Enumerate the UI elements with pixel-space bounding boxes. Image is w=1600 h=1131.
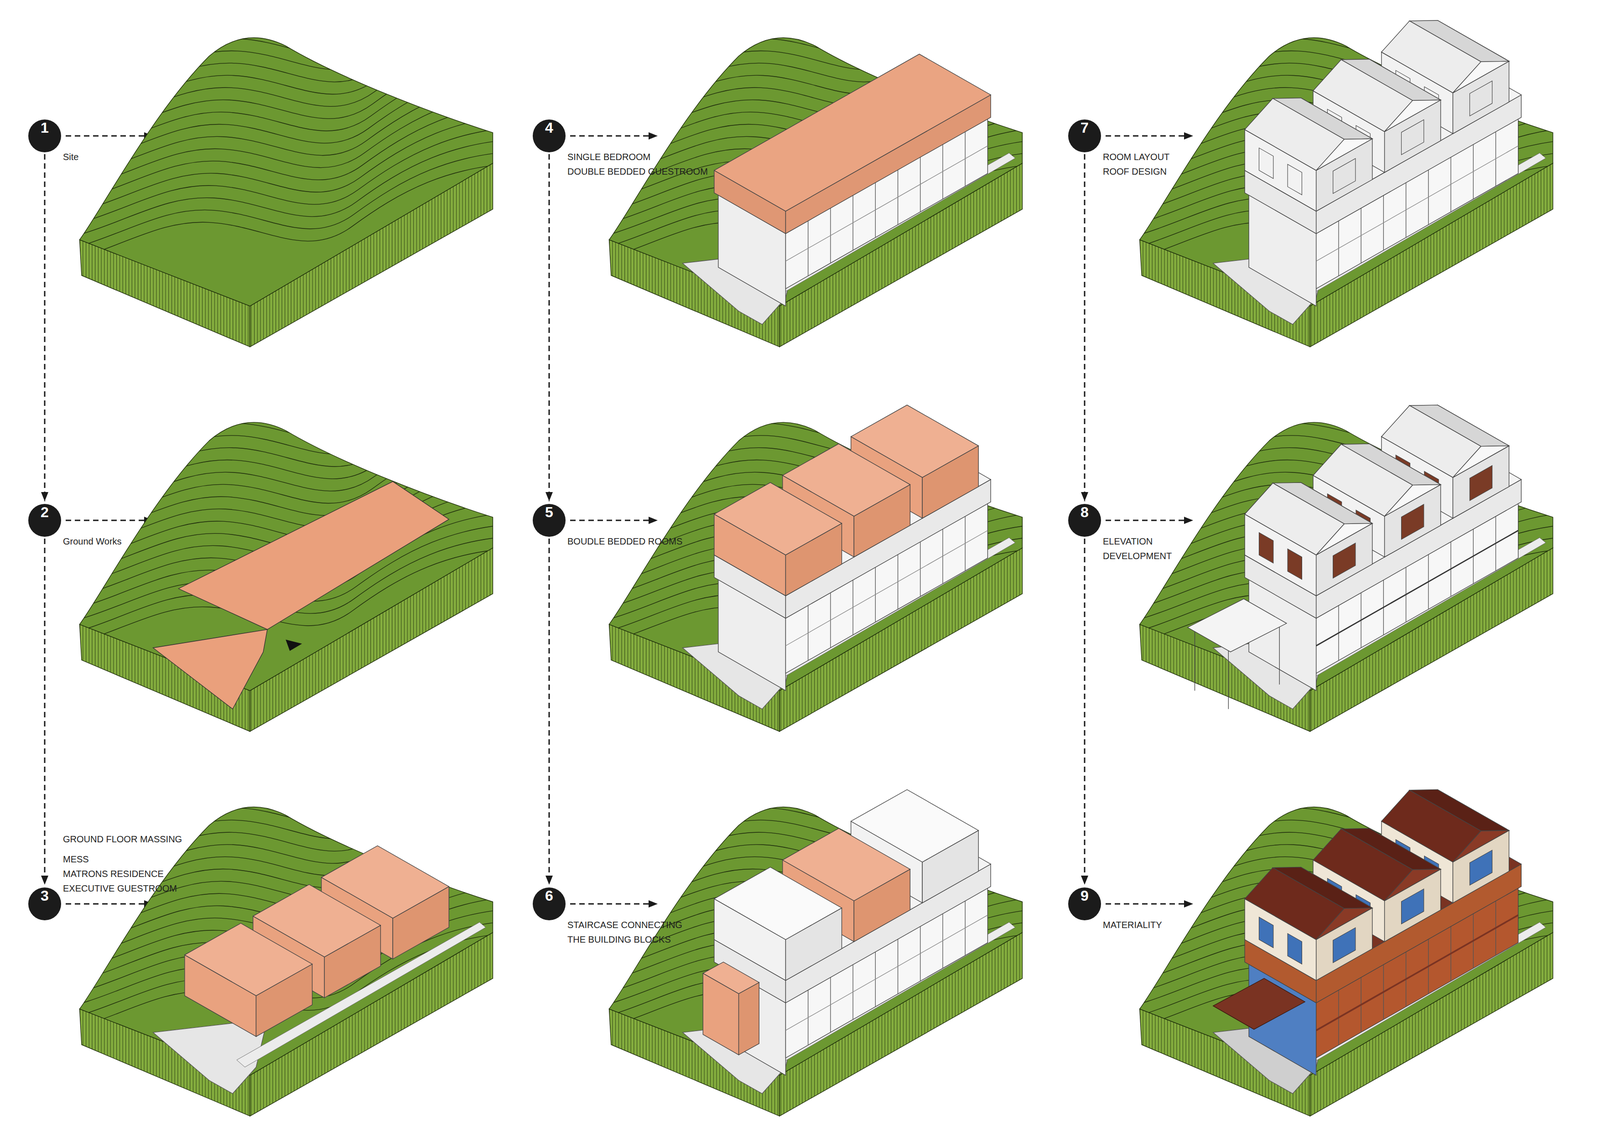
- step-label-text: DOUBLE BEDDED GUESTROOM: [567, 164, 708, 179]
- step-label-text: ROOM LAYOUT: [1102, 149, 1170, 165]
- elevation-model: [1101, 315, 1600, 732]
- step-label: ELEVATION DEVELOPMENT: [1102, 534, 1172, 564]
- dashed-arrow: [548, 154, 551, 502]
- site-model: [40, 0, 570, 348]
- step-label-text: MESS: [62, 851, 182, 867]
- step-number: 9: [1068, 887, 1102, 921]
- step-label-text: MATERIALITY: [1102, 917, 1163, 933]
- step-label-text: EXECUTIVE GUESTROOM: [62, 881, 182, 896]
- step-label-text: SINGLE BEDROOM: [567, 149, 708, 165]
- step-number: 2: [28, 503, 62, 537]
- room-blocks-model: [570, 315, 1099, 732]
- ground-floor-model: [40, 700, 570, 1117]
- step-label: SINGLE BEDROOMDOUBLE BEDDED GUESTROOM: [567, 149, 708, 179]
- step-label-text: ELEVATION DEVELOPMENT: [1102, 534, 1172, 564]
- step-label: GROUND FLOOR MASSING MESSMATRONS RESIDENC…: [62, 831, 182, 896]
- step-circle: 5BOUDLE BEDDED ROOMS: [532, 503, 566, 537]
- step-label-text: GROUND FLOOR MASSING: [62, 831, 182, 847]
- roof-design-model: [1101, 0, 1600, 348]
- step-circle: 2Ground Works: [28, 503, 62, 537]
- ground-works-model: [40, 315, 570, 732]
- step-number: 7: [1068, 119, 1102, 153]
- step-circle: 4SINGLE BEDROOMDOUBLE BEDDED GUESTROOM: [532, 119, 566, 153]
- step-label: STAIRCASE CONNECTING THE BUILDING BLOCKS: [567, 917, 696, 947]
- step-label-text: MATRONS RESIDENCE: [62, 866, 182, 882]
- materiality-model: [1101, 700, 1600, 1117]
- step-label: BOUDLE BEDDED ROOMS: [567, 534, 683, 549]
- step-label: Site: [62, 149, 79, 165]
- step-number: 3: [28, 887, 62, 921]
- dashed-arrow: [1084, 538, 1086, 885]
- dashed-arrow: [44, 154, 46, 502]
- step-label-text: Ground Works: [62, 534, 122, 549]
- step-circle: 8ELEVATION DEVELOPMENT: [1068, 503, 1102, 537]
- step-label-text: ROOF DESIGN: [1102, 164, 1170, 179]
- step-circle: 6STAIRCASE CONNECTING THE BUILDING BLOCK…: [532, 887, 566, 921]
- step-number: 6: [532, 887, 566, 921]
- staircase-model: [570, 700, 1099, 1117]
- dashed-arrow: [44, 538, 46, 885]
- step-number: 1: [28, 119, 62, 153]
- step-circle: 9MATERIALITY: [1068, 887, 1102, 921]
- step-circle: 3GROUND FLOOR MASSINGMESSMATRONS RESIDEN…: [28, 887, 62, 921]
- step-number: 8: [1068, 503, 1102, 537]
- step-label: MATERIALITY: [1102, 917, 1163, 933]
- step-number: 5: [532, 503, 566, 537]
- step-label-text: STAIRCASE CONNECTING THE BUILDING BLOCKS: [567, 917, 696, 947]
- dashed-arrow: [1084, 154, 1086, 502]
- step-label: ROOM LAYOUTROOF DESIGN: [1102, 149, 1170, 179]
- step-label-text: Site: [62, 149, 79, 165]
- step-circle: 7ROOM LAYOUTROOF DESIGN: [1068, 119, 1102, 153]
- dashed-arrow: [548, 538, 551, 885]
- step-circle: 1Site: [28, 119, 62, 153]
- step-label: Ground Works: [62, 534, 122, 549]
- step-label-text: BOUDLE BEDDED ROOMS: [567, 534, 683, 549]
- step-number: 4: [532, 119, 566, 153]
